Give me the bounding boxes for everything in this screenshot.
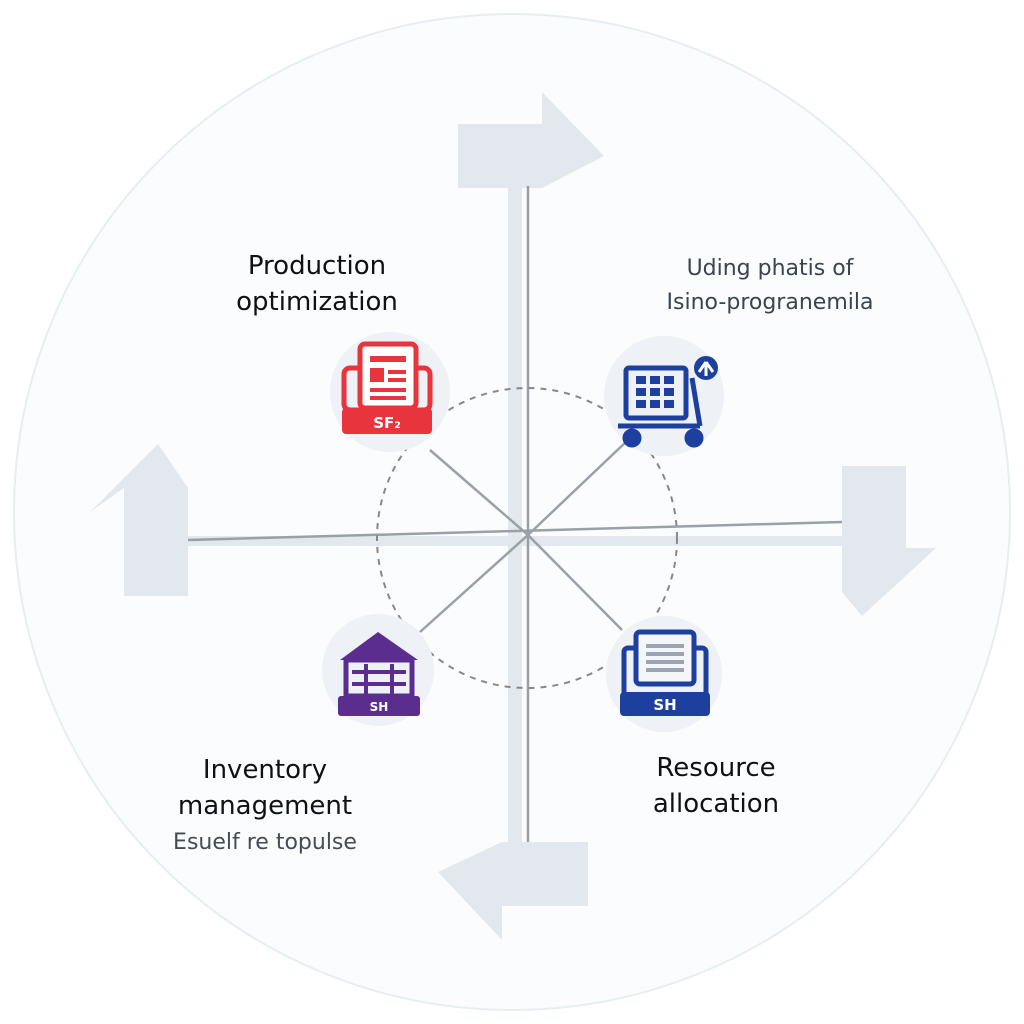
arrow-left-up <box>90 444 188 596</box>
node-production-badge: SF₂ <box>373 414 401 432</box>
label-production-optimization: Production optimization <box>196 248 438 320</box>
spoke-top-right <box>527 439 629 536</box>
cart-icon <box>618 365 704 448</box>
label-inventory-sub: Esuelf re topulse <box>173 830 357 855</box>
direction-arrows <box>90 92 936 940</box>
arrow-top-right <box>458 92 604 188</box>
label-cart-note-line-2: Isino-progranemila <box>666 290 874 315</box>
label-inventory-line-1: Inventory <box>202 755 328 785</box>
label-production-line-1: Production <box>247 251 387 281</box>
node-production[interactable]: SF₂ <box>330 332 450 452</box>
arrow-shaft-horizontal <box>186 536 842 546</box>
spoke-bottom-left <box>419 534 529 633</box>
monitor-icon <box>620 629 710 716</box>
label-production-line-2: optimization <box>236 287 398 317</box>
label-cart-note-line-1: Uding phatis of <box>686 256 854 281</box>
node-cart[interactable] <box>604 336 724 456</box>
node-inventory-badge: SH <box>370 700 389 714</box>
arrow-shaft-vertical <box>508 186 522 842</box>
arrow-bottom-left <box>438 842 588 940</box>
label-cart-note: Uding phatis of Isino-progranemila <box>640 252 900 320</box>
axis-horizontal <box>187 520 843 542</box>
node-resource[interactable]: SH <box>606 616 722 732</box>
dashed-center-circle <box>376 387 678 689</box>
spoke-bottom-right <box>527 534 623 631</box>
label-inventory-management: Inventory management <box>150 752 380 824</box>
node-resource-badge: SH <box>653 696 676 714</box>
label-resource-allocation: Resource allocation <box>614 750 818 822</box>
label-resource-line-2: allocation <box>652 789 780 819</box>
axis-lines <box>187 186 843 842</box>
upload-arrow-icon <box>697 361 715 376</box>
node-inventory[interactable]: SH <box>322 614 434 726</box>
warehouse-icon <box>338 632 420 716</box>
label-resource-line-1: Resource <box>656 753 776 783</box>
arrow-right-down <box>842 466 936 616</box>
cart-grid <box>636 376 674 408</box>
document-icon <box>341 341 433 434</box>
spoke-top-left <box>429 449 529 536</box>
label-inventory-line-2: management <box>177 791 353 821</box>
